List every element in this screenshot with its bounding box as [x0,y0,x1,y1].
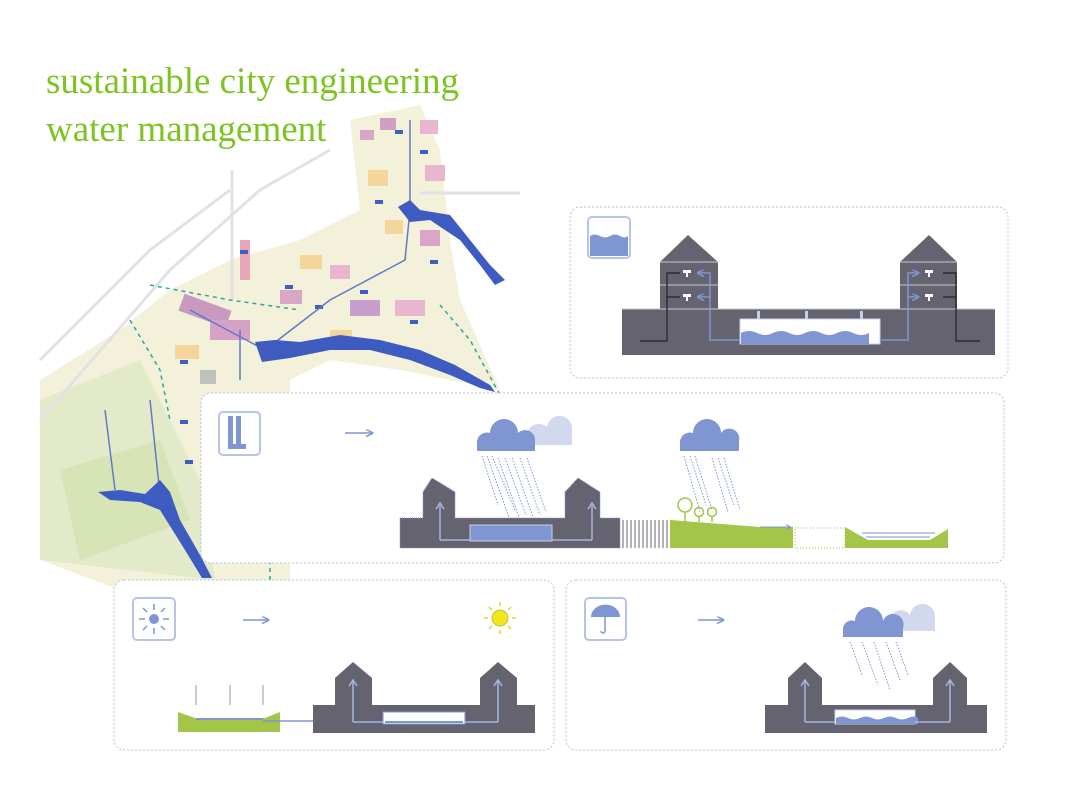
map-markers [180,130,438,464]
building-section [765,662,987,733]
cloud-icon [843,603,936,637]
water-tank-icon [587,216,631,259]
map-rivers [98,200,505,578]
building-section [399,477,621,549]
green-landscape [670,520,948,549]
cistern-tank [739,311,881,345]
rain-lines [849,641,909,691]
building-section [313,662,535,733]
map-roads [38,148,520,421]
title-line-2: water management [46,109,327,150]
rubber-boots-icon [218,411,261,456]
panel-dry-period [113,579,555,751]
panel-rainwater-reuse [569,206,1009,379]
permeable-ground [622,520,668,548]
umbrella-icon [584,597,627,641]
panel-heavy-rain [200,392,1005,564]
cloud-icon [477,415,740,451]
rain-lines [481,455,741,521]
panel-normal-rain [565,579,1007,751]
map-streams [104,120,411,496]
supply-pipes [698,273,918,341]
bright-sun-icon [484,602,516,634]
tree-icons [677,497,718,522]
sun-icon [132,597,176,641]
slide-title: sustainable city engineering water manag… [46,58,459,154]
evaporation-lines [195,685,264,705]
retention-basin [178,712,313,732]
title-line-1: sustainable city engineering [46,61,460,102]
drain-pipes [640,272,980,342]
city-map [38,105,520,590]
toilet-icons [683,270,933,301]
